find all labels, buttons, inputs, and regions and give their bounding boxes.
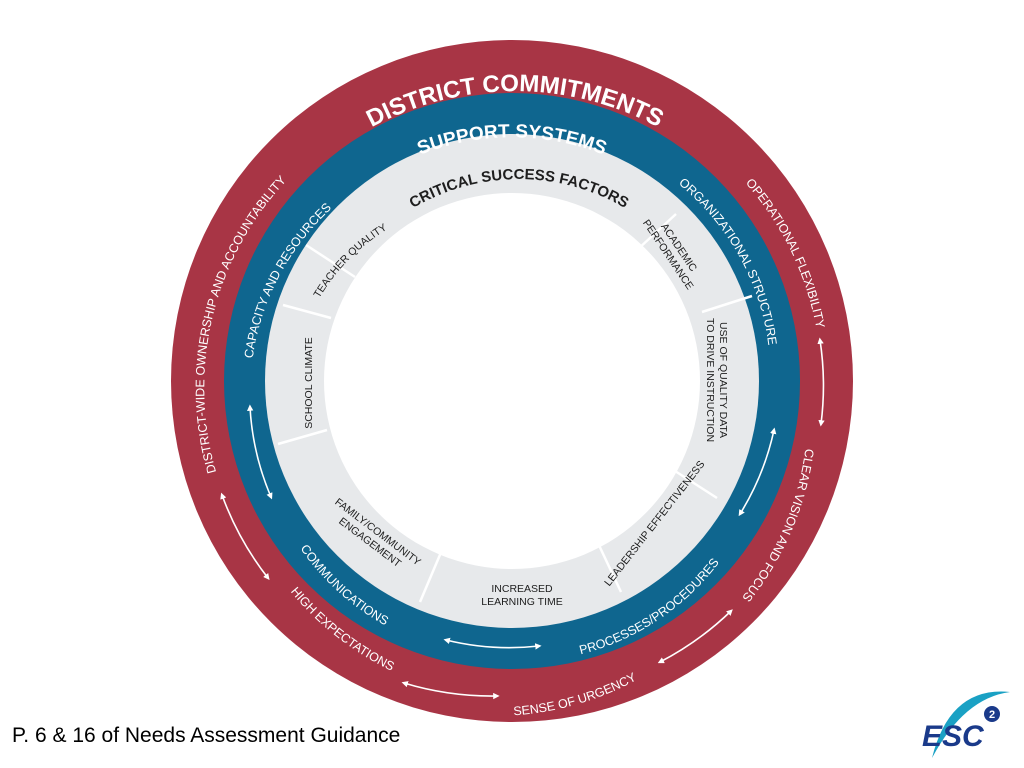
svg-text:2: 2 [989, 709, 995, 721]
quality-data-label: USE OF QUALITY DATA TO DRIVE INSTRUCTION [704, 318, 729, 442]
double-arrow-icon [817, 337, 825, 427]
svg-text:LEARNING TIME: LEARNING TIME [481, 596, 563, 608]
double-arrow-icon [657, 609, 733, 664]
increased-learning-time-label: INCREASED LEARNING TIME [481, 583, 563, 608]
logo-swoosh-icon [932, 691, 1010, 758]
double-arrow-icon [247, 404, 273, 500]
svg-text:ESC: ESC [922, 720, 985, 753]
svg-text:USE OF QUALITY DATA: USE OF QUALITY DATA [717, 322, 729, 438]
source-caption: P. 6 & 16 of Needs Assessment Guidance [12, 724, 401, 747]
svg-text:TO DRIVE INSTRUCTION: TO DRIVE INSTRUCTION [704, 318, 716, 442]
double-arrow-icon [738, 427, 777, 517]
center-circle [324, 193, 700, 569]
svg-text:INCREASED: INCREASED [491, 583, 553, 595]
svg-text:SCHOOL CLIMATE: SCHOOL CLIMATE [303, 337, 315, 429]
school-climate-label: SCHOOL CLIMATE [303, 337, 315, 429]
double-arrow-icon [220, 492, 270, 581]
inner-ring-dividers [277, 213, 753, 603]
double-arrow-icon [401, 681, 500, 700]
outer-ring-arrows [220, 337, 825, 700]
esc-logo: ESC 2 [922, 691, 1010, 758]
middle-ring-arrows [247, 404, 777, 650]
double-arrow-icon [443, 637, 542, 650]
